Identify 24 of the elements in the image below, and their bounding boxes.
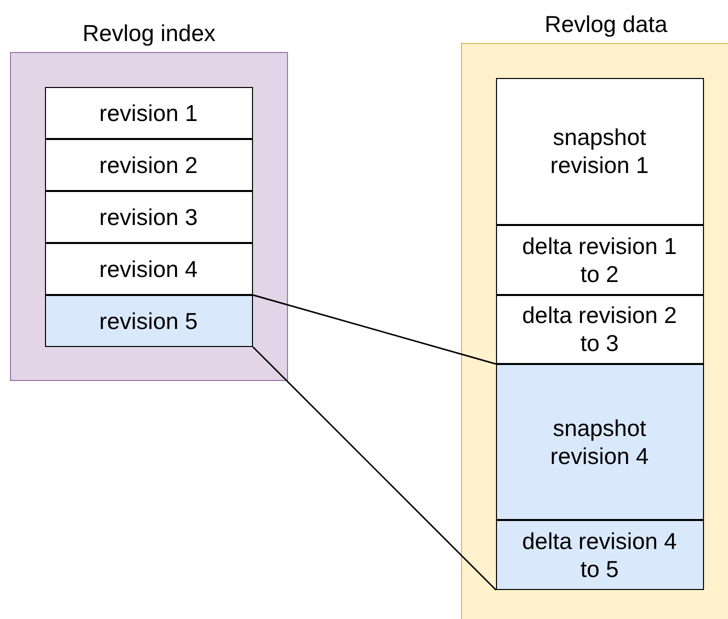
record-label: delta revision 4 to 5	[521, 526, 678, 582]
record-label: delta revision 1 to 2	[521, 232, 678, 288]
record-label: revision 1	[99, 98, 198, 126]
connector-line	[252, 294, 496, 365]
record-label: snapshot revision 1	[549, 123, 650, 179]
record-box	[44, 190, 252, 242]
record-box	[496, 364, 704, 520]
record-label: delta revision 2 to 3	[521, 301, 678, 357]
record-box	[496, 520, 704, 590]
record-box	[44, 242, 252, 294]
container-title: Revlog index	[82, 19, 216, 48]
connector-line	[252, 346, 497, 591]
record-box	[496, 78, 704, 224]
record-label: revision 4	[99, 254, 198, 282]
record-box	[44, 294, 252, 346]
record-box	[44, 138, 252, 190]
record-label: revision 5	[99, 306, 198, 334]
record-label: revision 3	[99, 202, 198, 230]
record-box	[44, 86, 252, 138]
record-box	[496, 224, 704, 294]
record-box	[496, 294, 704, 364]
container-title: Revlog data	[544, 10, 668, 39]
record-label: snapshot revision 4	[549, 414, 650, 470]
record-label: revision 2	[99, 150, 198, 178]
